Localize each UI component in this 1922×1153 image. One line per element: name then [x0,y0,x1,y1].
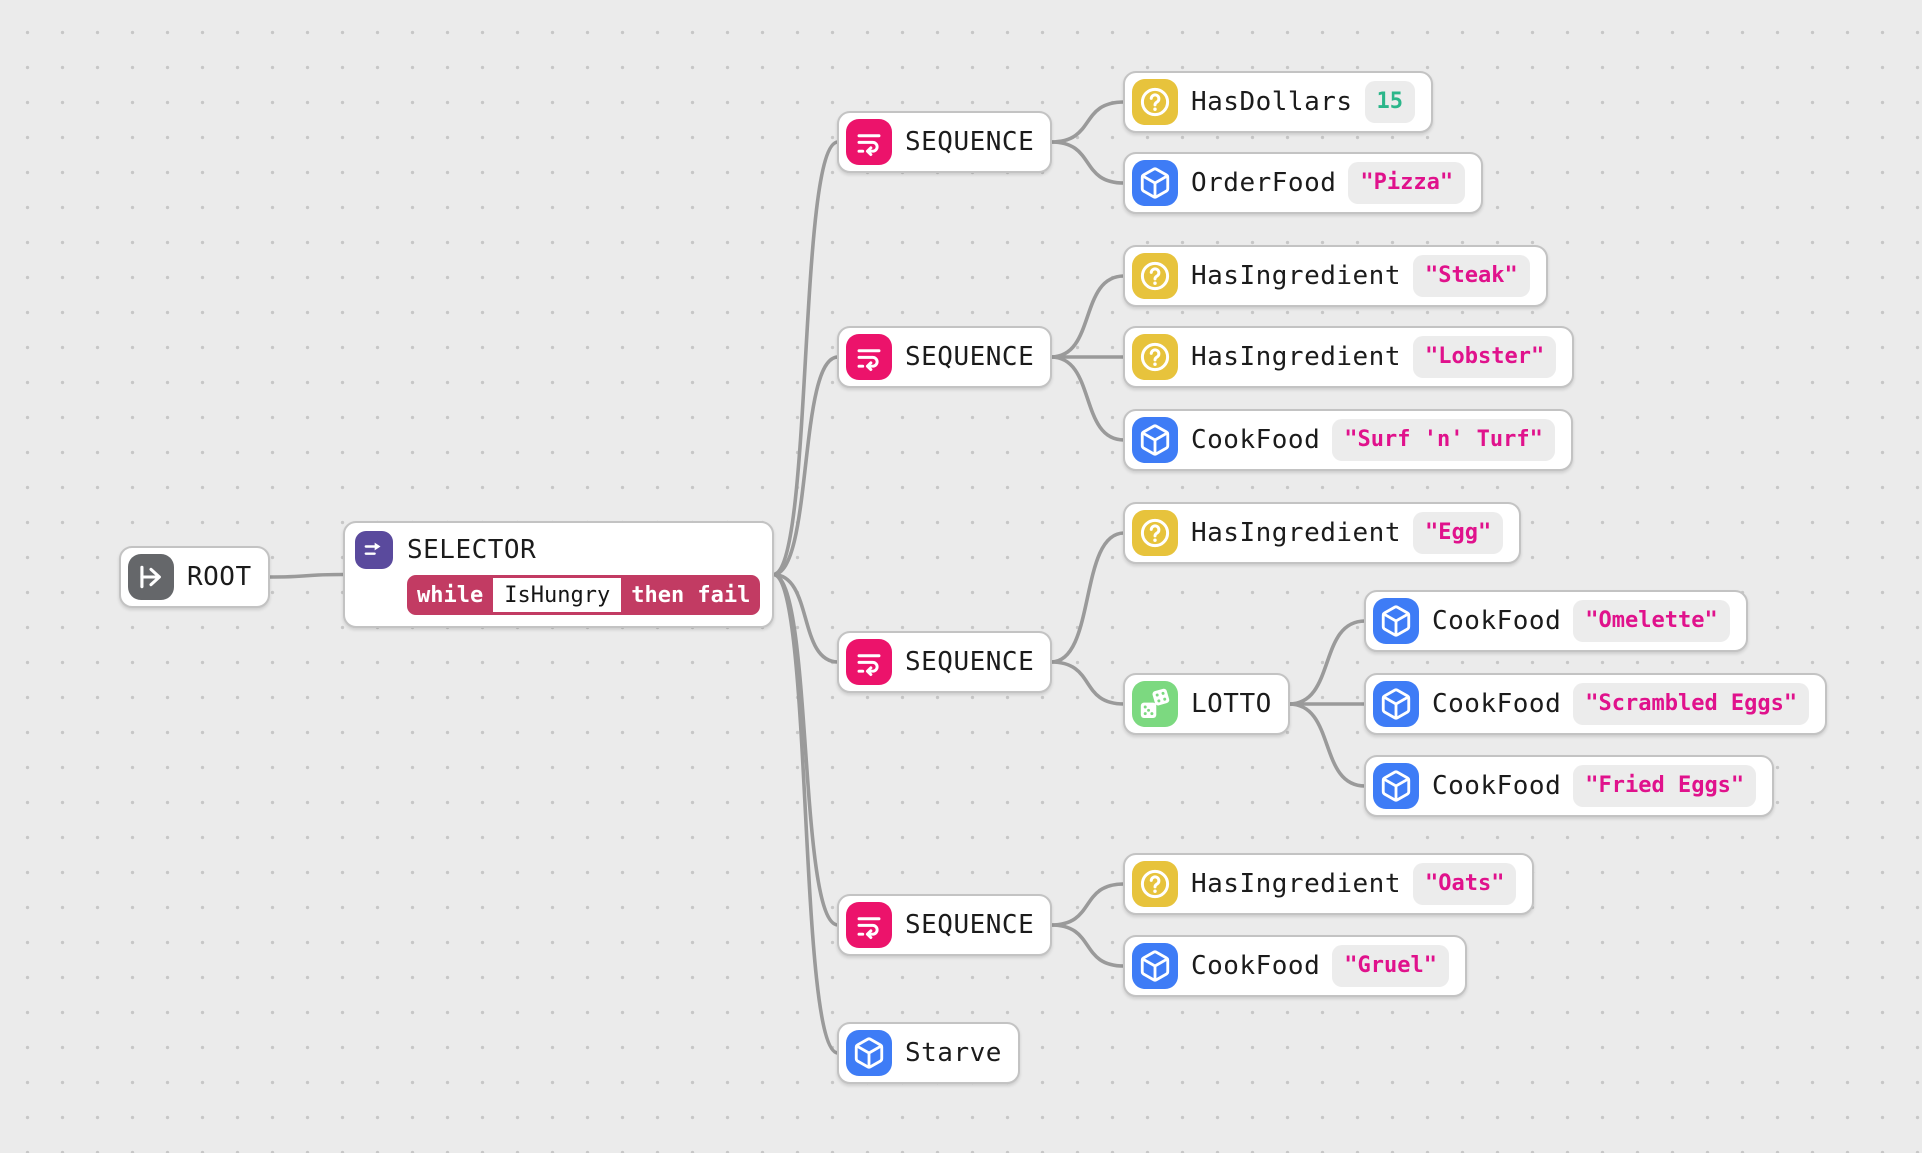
node-label: CookFood [1432,689,1562,719]
node-label: HasIngredient [1191,869,1401,899]
dice-icon [1132,681,1178,727]
edge-seq2-ing-steak [1049,274,1126,359]
forward-arrow-lines-icon [355,531,393,569]
wrap-arrow-icon [846,119,892,165]
value-badge: "Surf 'n' Turf" [1332,419,1555,461]
cube-icon [1132,943,1178,989]
edge-seq4-ing-oats [1049,882,1126,927]
tree-node-cook-fried[interactable]: CookFood "Fried Eggs" [1364,755,1775,817]
edge-seq1-orderfood [1049,140,1126,185]
tree-node-lotto[interactable]: LOTTO [1123,673,1290,735]
wrap-arrow-icon [846,334,892,380]
node-label: LOTTO [1191,689,1272,719]
node-title-row: SELECTOR [355,531,536,569]
circled-question-icon [1132,253,1178,299]
edge-lotto-cook-omelette [1287,619,1367,706]
decorator-condition: IsHungry [493,578,622,612]
tree-node-selector[interactable]: SELECTOR while IsHungry then fail [343,521,775,628]
tree-node-cook-omelette[interactable]: CookFood "Omelette" [1364,590,1748,652]
cube-icon [1373,681,1419,727]
node-label: HasIngredient [1191,261,1401,291]
tree-node-seq1[interactable]: SEQUENCE [837,111,1053,173]
value-badge: "Scrambled Eggs" [1573,683,1810,725]
value-badge: "Lobster" [1413,336,1557,378]
edge-seq3-lotto [1049,660,1126,706]
circled-question-icon [1132,510,1178,556]
tree-node-seq3[interactable]: SEQUENCE [837,631,1053,693]
edge-root-selector [267,572,346,579]
node-label: HasDollars [1191,87,1353,117]
node-label: ROOT [187,562,252,592]
tree-node-hasdollars[interactable]: HasDollars 15 [1123,71,1434,133]
node-label: HasIngredient [1191,342,1401,372]
tree-node-seq4[interactable]: SEQUENCE [837,894,1053,956]
tree-node-cook-surf[interactable]: CookFood "Surf 'n' Turf" [1123,409,1573,471]
decorator-pill[interactable]: while IsHungry then fail [407,575,761,615]
node-label: SEQUENCE [905,647,1035,677]
value-badge: "Steak" [1413,255,1530,297]
value-badge: 15 [1364,81,1416,123]
circled-question-icon [1132,79,1178,125]
node-label: Starve [905,1038,1002,1068]
node-label: CookFood [1432,771,1562,801]
node-label: CookFood [1191,425,1321,455]
tree-node-root[interactable]: ROOT [119,546,270,608]
cube-icon [1373,598,1419,644]
node-label: SEQUENCE [905,342,1035,372]
cube-icon [1132,160,1178,206]
edge-selector-starve [771,572,840,1055]
edge-selector-seq3 [771,572,840,664]
tree-node-seq2[interactable]: SEQUENCE [837,326,1053,388]
value-badge: "Gruel" [1332,945,1449,987]
tree-node-cook-gruel[interactable]: CookFood "Gruel" [1123,935,1467,997]
decorator-keyword-then: then fail [631,582,751,608]
edge-selector-seq2 [771,355,840,577]
cube-icon [846,1030,892,1076]
node-label: SEQUENCE [905,910,1035,940]
value-badge: "Omelette" [1573,600,1730,642]
edge-seq2-cook-surf [1049,355,1126,442]
circled-question-icon [1132,334,1178,380]
tree-node-cook-scrambled[interactable]: CookFood "Scrambled Eggs" [1364,673,1828,735]
edge-selector-seq4 [771,572,840,927]
wrap-arrow-icon [846,902,892,948]
node-label: CookFood [1432,606,1562,636]
tree-node-starve[interactable]: Starve [837,1022,1020,1084]
tree-node-ing-egg[interactable]: HasIngredient "Egg" [1123,502,1522,564]
tree-node-orderfood[interactable]: OrderFood "Pizza" [1123,152,1484,214]
tree-node-ing-oats[interactable]: HasIngredient "Oats" [1123,853,1535,915]
tree-node-ing-lobster[interactable]: HasIngredient "Lobster" [1123,326,1575,388]
edge-seq1-hasdollars [1049,100,1126,144]
cube-icon [1132,417,1178,463]
cube-icon [1373,763,1419,809]
node-label: OrderFood [1191,168,1337,198]
value-badge: "Egg" [1413,512,1504,554]
node-label: CookFood [1191,951,1321,981]
edge-lotto-cook-fried [1287,702,1367,788]
circled-question-icon [1132,861,1178,907]
node-label: SELECTOR [407,535,537,565]
maps-to-arrow-icon [128,554,174,600]
value-badge: "Pizza" [1348,162,1466,204]
value-badge: "Oats" [1413,863,1517,905]
tree-node-ing-steak[interactable]: HasIngredient "Steak" [1123,245,1548,307]
edge-selector-seq1 [771,140,840,577]
node-label: SEQUENCE [905,127,1035,157]
decorator-keyword-while: while [417,582,484,608]
value-badge: "Fried Eggs" [1573,765,1757,807]
edge-seq3-ing-egg [1049,531,1126,664]
wrap-arrow-icon [846,639,892,685]
edge-seq4-cook-gruel [1049,923,1126,968]
node-label: HasIngredient [1191,518,1401,548]
